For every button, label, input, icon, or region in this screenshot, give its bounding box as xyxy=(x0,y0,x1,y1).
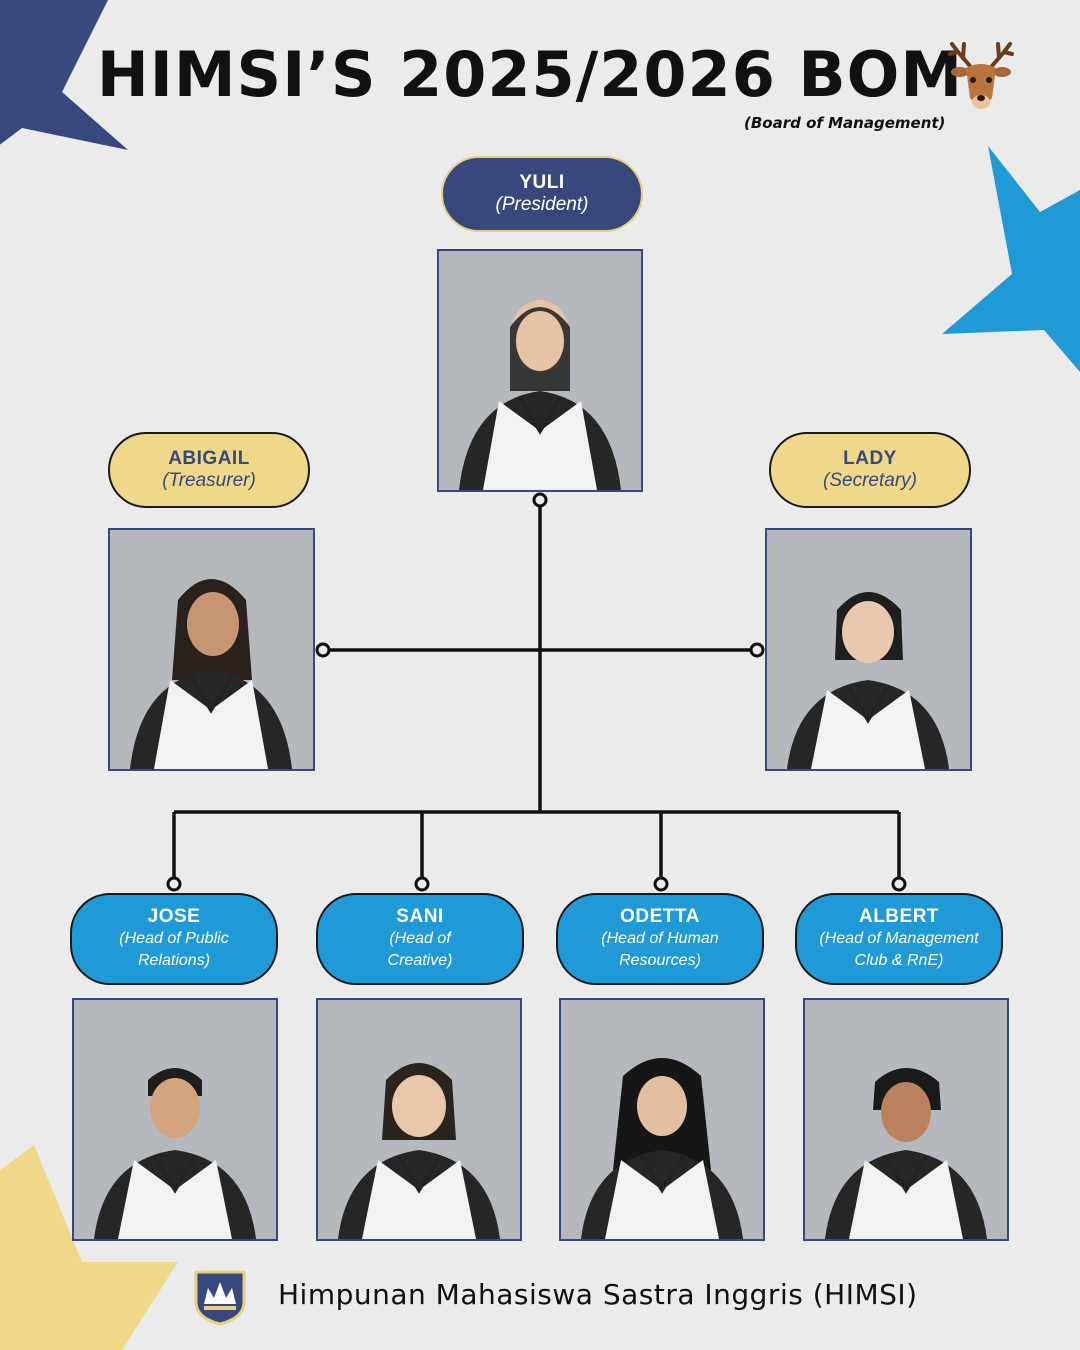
head-mgmt-label: ALBERT (Head of Management Club & RnE) xyxy=(795,893,1003,985)
head-creative-role-line1: (Head of xyxy=(389,930,451,947)
head-mgmt-role-line1: (Head of Management xyxy=(819,930,979,947)
head-hr-role-line1: (Head of Human xyxy=(601,930,719,947)
blue-star xyxy=(942,146,1080,372)
treasurer-name: ABIGAIL xyxy=(168,448,250,469)
head-creative-photo xyxy=(316,998,522,1241)
head-hr-label: ODETTA (Head of Human Resources) xyxy=(556,893,764,985)
president-role: (President) xyxy=(495,194,589,215)
secretary-label: LADY (Secretary) xyxy=(769,432,971,508)
head-creative-name: SANI xyxy=(396,906,444,927)
page-title: HIMSI’S 2025/2026 BOM xyxy=(96,38,964,111)
treasurer-role: (Treasurer) xyxy=(162,470,256,491)
page-subtitle: (Board of Management) xyxy=(744,114,946,132)
secretary-role: (Secretary) xyxy=(823,470,917,491)
navy-star xyxy=(0,0,128,150)
head-pr-role-line2: Relations) xyxy=(137,952,211,969)
head-pr-label: JOSE (Head of Public Relations) xyxy=(70,893,278,985)
president-photo xyxy=(437,249,643,492)
head-pr-photo xyxy=(72,998,278,1241)
head-pr-name: JOSE xyxy=(147,906,201,927)
himsi-crest-logo xyxy=(194,1270,246,1326)
footer-org-name: Himpunan Mahasiswa Sastra Inggris (HIMSI… xyxy=(278,1278,918,1311)
head-mgmt-name: ALBERT xyxy=(858,906,940,927)
treasurer-photo xyxy=(108,528,315,771)
president-label: YULI (President) xyxy=(441,156,643,232)
head-hr-photo xyxy=(559,998,765,1241)
treasurer-label: ABIGAIL (Treasurer) xyxy=(108,432,310,508)
head-hr-name: ODETTA xyxy=(620,906,700,927)
head-creative-role-line2: Creative) xyxy=(387,952,453,969)
president-name: YULI xyxy=(519,172,565,193)
gold-star xyxy=(0,1145,178,1350)
head-hr-role-line2: Resources) xyxy=(619,952,701,969)
secretary-name: LADY xyxy=(843,448,897,469)
head-mgmt-photo xyxy=(803,998,1009,1241)
head-pr-role-line1: (Head of Public xyxy=(119,930,229,947)
head-mgmt-role-line2: Club & RnE) xyxy=(854,952,944,969)
deer-icon xyxy=(948,42,1014,109)
secretary-photo xyxy=(765,528,972,771)
head-creative-label: SANI (Head of Creative) xyxy=(316,893,524,985)
